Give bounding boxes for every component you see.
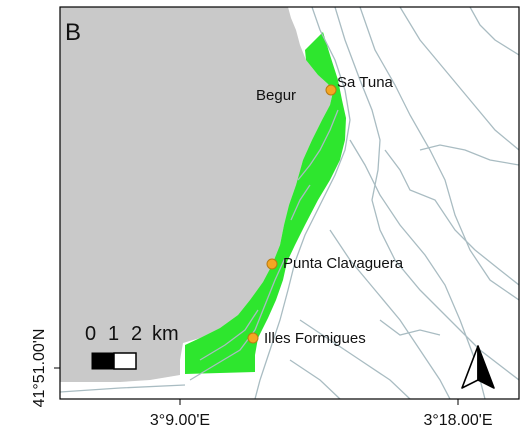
bathymetry-line bbox=[329, 229, 451, 399]
bathymetry-line bbox=[289, 359, 341, 399]
bathymetry-line bbox=[359, 7, 519, 301]
scale-tick-1: 1 bbox=[108, 323, 119, 345]
panel-label: B bbox=[65, 19, 81, 46]
place-label-illes-formigues: Illes Formigues bbox=[264, 330, 366, 347]
scale-bar-black-segment bbox=[91, 352, 115, 370]
bathymetry-line bbox=[290, 184, 311, 221]
site-marker-illes-formigues bbox=[247, 332, 259, 344]
site-marker-sa-tuna bbox=[325, 84, 337, 96]
x-tick-label-1: 3°9.00'E bbox=[150, 412, 210, 429]
north-arrow-icon bbox=[461, 345, 495, 389]
bathymetry-contours bbox=[60, 7, 519, 399]
site-marker-punta-clavaguera bbox=[266, 258, 278, 270]
place-label-punta-clavaguera: Punta Clavaguera bbox=[283, 255, 404, 272]
bathymetry-line bbox=[379, 319, 441, 336]
bathymetry-line bbox=[469, 7, 519, 56]
map-frame bbox=[59, 6, 520, 400]
land-mass bbox=[60, 7, 333, 382]
bathymetry-line bbox=[399, 7, 519, 151]
bathymetry-line bbox=[349, 139, 486, 399]
bathymetry-line bbox=[60, 384, 186, 393]
y-tick-label-1: 41°51.00'N bbox=[31, 329, 48, 408]
bathymetry-line bbox=[297, 109, 339, 181]
bathymetry-line bbox=[334, 7, 519, 381]
place-label-begur: Begur bbox=[256, 87, 296, 104]
bathymetry-line bbox=[254, 7, 351, 399]
scale-tick-0: 0 bbox=[85, 323, 96, 345]
scale-tick-2: 2 bbox=[131, 323, 142, 345]
bathymetry-line bbox=[189, 257, 286, 381]
x-tick-label-2: 3°18.00'E bbox=[423, 412, 492, 429]
scale-bar-white-segment bbox=[113, 352, 137, 370]
bathymetry-line bbox=[419, 144, 519, 166]
place-label-sa-tuna: Sa Tuna bbox=[337, 74, 394, 91]
marine-protected-area bbox=[185, 32, 346, 374]
bathymetry-line bbox=[384, 149, 519, 286]
bathymetry-line bbox=[299, 319, 411, 399]
map-area: Begur Sa Tuna Punta Clavaguera Illes For… bbox=[60, 7, 519, 399]
bathymetry-line bbox=[199, 309, 259, 361]
scale-unit: km bbox=[152, 323, 179, 345]
scale-bar: 0 1 2 km bbox=[85, 323, 179, 370]
